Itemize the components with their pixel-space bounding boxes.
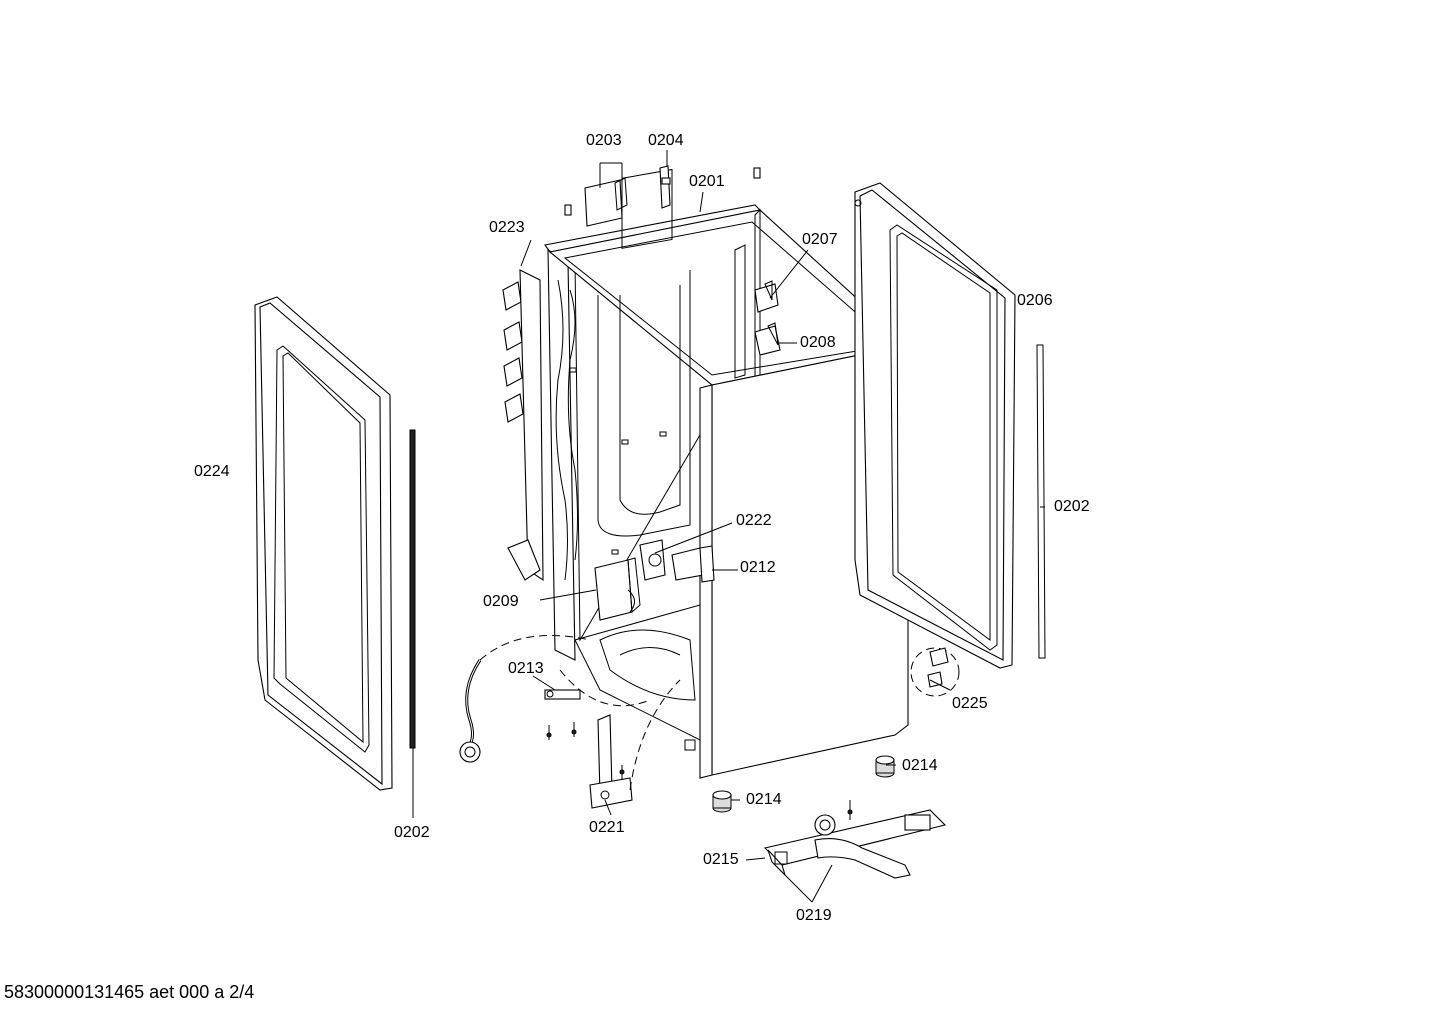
gasket-strip-left: [409, 429, 416, 749]
label-0207: 0207: [802, 231, 838, 248]
side-panel-left: [254, 296, 393, 791]
label-0214-left: 0214: [746, 791, 782, 808]
power-cord: [459, 659, 482, 763]
foot-right: [875, 755, 895, 778]
label-0215: 0215: [703, 851, 739, 868]
cabinet-body: [544, 167, 910, 779]
lock-route-dashed: [629, 679, 681, 791]
foot-left: [712, 790, 732, 813]
gasket-strip-right: [1036, 344, 1046, 659]
hinge-parts: [910, 647, 960, 697]
label-0202-left: 0202: [394, 824, 430, 841]
label-0206: 0206: [1017, 292, 1053, 309]
label-0224: 0224: [194, 463, 230, 480]
label-0209: 0209: [483, 593, 519, 610]
label-0219: 0219: [796, 907, 832, 924]
label-0213: 0213: [508, 660, 544, 677]
fastener-part: [544, 689, 581, 740]
label-0202-right: 0202: [1054, 498, 1090, 515]
label-0208: 0208: [800, 334, 836, 351]
label-0201: 0201: [689, 173, 725, 190]
base-route-dashed: [559, 669, 651, 707]
base-plate: [763, 800, 947, 879]
label-0203: 0203: [586, 132, 622, 149]
cord-route-dashed: [479, 635, 591, 661]
label-0204: 0204: [648, 132, 684, 149]
leader-lines: [412, 150, 1045, 903]
side-panel-right: [854, 182, 1016, 669]
label-0212: 0212: [740, 559, 776, 576]
label-0225: 0225: [952, 695, 988, 712]
cable-clamps: [754, 280, 781, 356]
electrical-components: [594, 539, 715, 621]
lid-lock: [589, 714, 633, 809]
label-0221: 0221: [589, 819, 625, 836]
label-0214-right: 0214: [902, 757, 938, 774]
service-cover: [584, 177, 628, 227]
document-id: 58300000131465 aet 000 a 2/4: [4, 982, 254, 1002]
clip-strips: [502, 269, 544, 582]
label-0222: 0222: [736, 512, 772, 529]
clip-part: [659, 165, 671, 209]
label-0223: 0223: [489, 219, 525, 236]
